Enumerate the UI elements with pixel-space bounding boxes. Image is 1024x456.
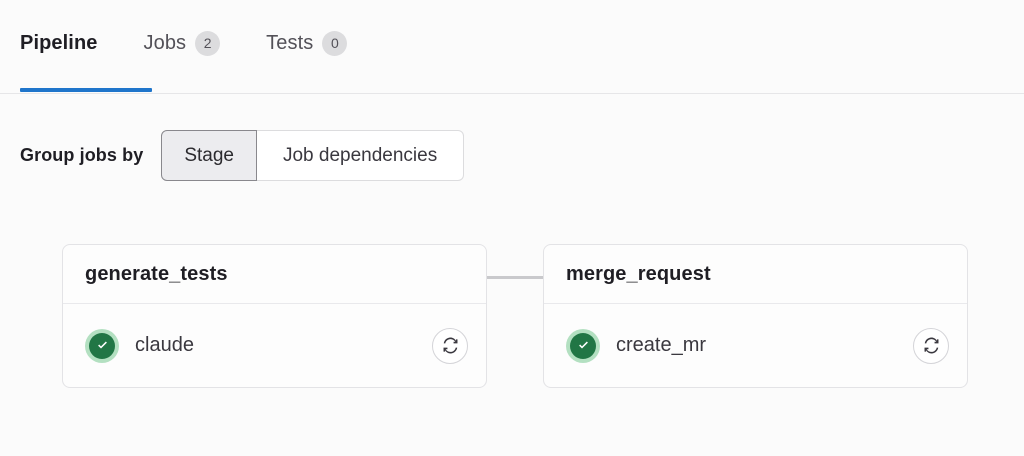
tab-tests-badge: 0: [322, 30, 348, 56]
group-by-job-dependencies-button[interactable]: Job dependencies: [256, 130, 465, 181]
tab-tests-label: Tests: [266, 32, 314, 54]
tab-pipeline[interactable]: Pipeline: [20, 26, 122, 60]
job-name: create_mr: [616, 334, 707, 356]
retry-icon-button[interactable]: [432, 327, 468, 364]
retry-icon: [441, 336, 460, 355]
stage-header: generate_tests: [63, 245, 486, 304]
stage-card-generate-tests: generate_tests claude: [62, 244, 487, 388]
retry-icon: [922, 336, 941, 355]
stage-header: merge_request: [544, 245, 967, 304]
tab-tests[interactable]: Tests 0: [266, 26, 371, 60]
job-item-create-mr[interactable]: create_mr: [544, 304, 967, 387]
job-item-claude[interactable]: claude: [63, 304, 486, 387]
stage-name: generate_tests: [85, 262, 228, 285]
retry-icon-button[interactable]: [913, 327, 949, 364]
tab-jobs-label: Jobs: [143, 32, 187, 54]
active-tab-indicator: [20, 88, 152, 92]
group-jobs-by-row: Group jobs by Stage Job dependencies: [20, 130, 465, 181]
pipeline-tab-bar: Pipeline Jobs 2 Tests 0: [0, 0, 1024, 94]
group-jobs-by-label: Group jobs by: [20, 145, 144, 165]
stage-connector-line: [487, 276, 544, 279]
stage-card-merge-request: merge_request create_mr: [543, 244, 968, 388]
tab-jobs[interactable]: Jobs 2: [144, 26, 245, 60]
status-success-check-icon: [566, 328, 600, 363]
status-success-check-icon: [85, 328, 119, 363]
stage-name: merge_request: [566, 262, 711, 285]
tab-jobs-badge: 2: [195, 30, 221, 56]
job-name: claude: [135, 334, 194, 356]
group-jobs-by-segmented-control: Stage Job dependencies: [161, 130, 465, 181]
tab-list: Pipeline Jobs 2 Tests 0: [20, 26, 393, 60]
group-by-stage-button[interactable]: Stage: [161, 130, 257, 181]
tab-pipeline-label: Pipeline: [20, 32, 98, 54]
